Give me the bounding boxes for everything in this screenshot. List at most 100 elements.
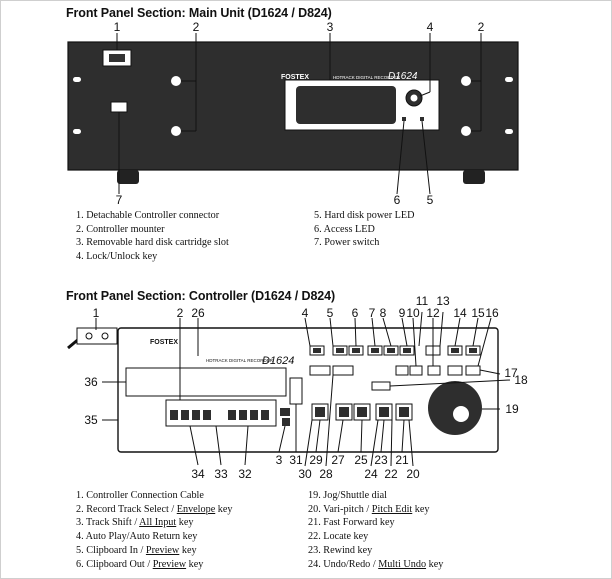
ctrl-callout-7: 7 — [368, 306, 376, 320]
legend-b: Pitch Edit — [371, 503, 413, 515]
controller-mounter — [461, 76, 471, 86]
lock-key-hole — [410, 94, 418, 102]
ctrl-callout-21: 21 — [395, 453, 409, 467]
controller-mounter — [171, 76, 181, 86]
main-unit-legend-left: 1. Detachable Controller connector 2. Co… — [76, 209, 229, 264]
legend-n: 6. — [76, 558, 84, 570]
controller-heading: Front Panel Section: Controller (D1624 /… — [66, 289, 336, 303]
legend-item: 2. Controller mounter — [76, 223, 165, 235]
legend-c: key — [412, 503, 430, 515]
ctrl-callout-23: 23 — [374, 453, 388, 467]
legend-n: 4. — [76, 531, 84, 543]
legend-item: 5. Clipboard In / Preview key — [76, 544, 233, 558]
rack-ear-slot — [505, 77, 513, 82]
ctrl-callout-29: 29 — [309, 453, 323, 467]
main-unit-leaders — [116, 33, 482, 195]
legend-b: Preview — [152, 558, 187, 570]
legend-c: key — [215, 503, 233, 515]
main-unit-foot-right — [463, 170, 485, 184]
rack-ear-slot — [73, 129, 81, 134]
controller-display — [125, 367, 287, 397]
ctrl-callout-35: 35 — [84, 413, 98, 427]
ctrl-callout-2: 2 — [176, 306, 184, 320]
legend-n: 19. — [308, 490, 321, 501]
controller-model: D1624 — [262, 355, 294, 367]
legend-item: 3. Removable hard disk cartridge slot — [76, 237, 229, 249]
ctrl-callout-5: 5 — [326, 306, 334, 320]
jog-shuttle-knob — [453, 406, 469, 422]
callout-2: 2 — [192, 20, 200, 34]
main-unit-legend-right: 5. Hard disk power LED 6. Access LED 7. … — [314, 209, 414, 250]
main-unit-heading: Front Panel Section: Main Unit (D1624 / … — [66, 6, 332, 20]
rack-ear-slot — [73, 77, 81, 82]
callout-6: 6 — [393, 193, 401, 207]
main-unit-product-label: HDTRACK DIGITAL RECORDER — [333, 75, 401, 80]
legend-a: Clipboard Out — [86, 558, 145, 570]
legend-b: Envelope — [176, 503, 216, 515]
legend-a: Locate key — [323, 531, 369, 543]
main-unit-model: D1624 — [388, 71, 418, 82]
legend-a: Track Shift — [86, 517, 132, 529]
controller-mounter — [461, 126, 471, 136]
callout-5: 5 — [426, 193, 434, 207]
ctrl-callout-25: 25 — [354, 453, 368, 467]
ctrl-callout-16: 16 — [485, 306, 499, 320]
ctrl-callout-28: 28 — [319, 467, 333, 481]
ctrl-callout-26: 26 — [191, 306, 205, 320]
legend-n: 5. — [76, 544, 84, 556]
main-unit-brand: FOSTEX — [281, 74, 309, 81]
ctrl-callout-27: 27 — [331, 453, 345, 467]
ctrl-callout-22: 22 — [384, 467, 398, 481]
legend-n: 2. — [76, 503, 84, 515]
legend-a: Fast Forward key — [323, 517, 395, 529]
legend-sep: / — [370, 558, 379, 570]
callout-2b: 2 — [477, 20, 485, 34]
ctrl-callout-31: 31 — [289, 453, 303, 467]
legend-c: key — [426, 558, 444, 570]
legend-n: 23. — [308, 544, 321, 556]
controller-connector-port — [109, 54, 125, 62]
controller-mounter — [171, 126, 181, 136]
ctrl-callout-13: 13 — [436, 294, 450, 308]
legend-a: Record Track Select — [86, 503, 169, 515]
legend-sep: / — [363, 503, 372, 515]
ctrl-callout-34: 34 — [191, 467, 205, 481]
legend-b: All Input — [139, 517, 177, 529]
controller-cable-plug — [76, 327, 118, 345]
ctrl-callout-36: 36 — [84, 375, 98, 389]
ctrl-callout-24: 24 — [364, 467, 378, 481]
legend-item: 20. Vari-pitch / Pitch Edit key — [308, 503, 443, 517]
legend-item: 22. Locate key — [308, 530, 443, 544]
legend-c: key — [179, 544, 197, 556]
legend-a: Undo/Redo — [323, 558, 371, 570]
legend-item: 7. Power switch — [314, 237, 380, 249]
callout-4: 4 — [426, 20, 434, 34]
ctrl-callout-18: 18 — [514, 373, 528, 387]
legend-c: key — [176, 517, 194, 529]
legend-c: key — [186, 558, 204, 570]
legend-a: Clipboard In — [86, 544, 138, 556]
legend-n: 21. — [308, 517, 321, 529]
legend-item: 21. Fast Forward key — [308, 516, 443, 530]
ctrl-callout-14: 14 — [453, 306, 467, 320]
controller-leaders — [95, 311, 511, 467]
rack-ear-slot — [505, 129, 513, 134]
legend-b: Preview — [145, 544, 180, 556]
legend-a: Controller Connection Cable — [86, 490, 204, 501]
legend-a: Auto Play/Auto Return key — [85, 531, 198, 543]
controller-brand: FOSTEX — [150, 339, 178, 346]
legend-item: 4. Auto Play/Auto Return key — [76, 530, 233, 544]
ctrl-callout-9: 9 — [398, 306, 406, 320]
legend-b: Multi Undo — [378, 558, 427, 570]
ctrl-callout-17: 17 — [504, 366, 518, 380]
legend-n: 20. — [308, 503, 321, 515]
legend-sep: / — [131, 517, 140, 529]
legend-item: 24. Undo/Redo / Multi Undo key — [308, 558, 443, 572]
ctrl-callout-10: 10 — [406, 306, 420, 320]
callout-7: 7 — [115, 193, 123, 207]
legend-a: Rewind key — [323, 544, 373, 556]
legend-item: 19. Jog/Shuttle dial — [308, 489, 443, 503]
